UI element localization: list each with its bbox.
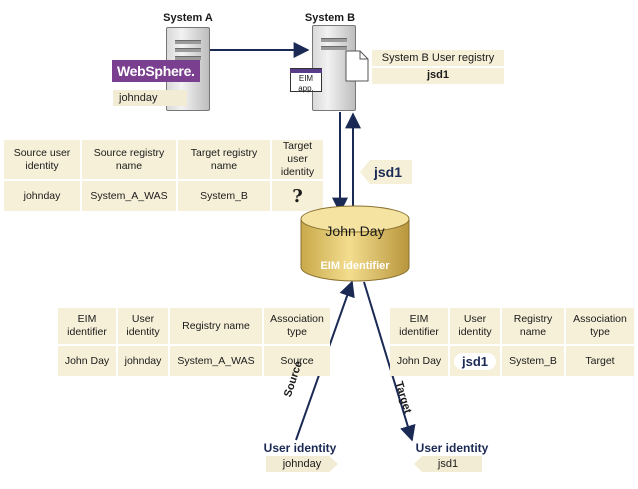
target-header-3: Association type [565,308,634,346]
eim-domain-database-icon [300,205,410,282]
eim-app-icon: EIM app. [290,68,322,93]
target-value-2: System_B [501,345,566,376]
target-association-table: EIM identifier User identity Registry na… [390,308,634,376]
lookup-header-1: Source registry name [81,140,178,181]
lookup-header-3: Target user identity [271,140,323,181]
target-value-1: jsd1 [453,352,496,370]
lookup-value-2: System_B [177,180,272,211]
source-header-2: Registry name [169,308,264,346]
registry-title: System B User registry [372,50,504,68]
eim-identifier-name: John Day [325,223,385,239]
registry-user: jsd1 [426,69,449,81]
target-value-1-cell: jsd1 [449,345,502,376]
system-a-user: johnday [113,90,187,106]
target-header-2: Registry name [501,308,566,346]
target-user-identity-title: User identity [415,441,489,455]
target-header-1: User identity [449,308,502,346]
lookup-value-1: System_A_WAS [81,180,178,211]
source-header-0: EIM identifier [58,308,118,346]
source-value-3: Source [280,355,314,367]
lookup-value-3: ? [292,185,303,207]
lookup-header-2: Target registry name [177,140,272,181]
source-association-table: EIM identifier User identity Registry na… [58,308,330,376]
document-icon [345,50,369,82]
eim-app-label: EIM app. [298,74,314,93]
target-value-3: Target [585,355,615,367]
system-b-label: System B [304,12,356,24]
websphere-logo: WebSphere. [112,60,200,82]
source-value-2: System_A_WAS [169,345,264,376]
source-value-0: John Day [58,345,118,376]
target-value-0: John Day [390,345,450,376]
lookup-table: Source user identity Source registry nam… [4,140,323,211]
system-a-label: System A [163,12,213,24]
returned-identity-tag: jsd1 [360,160,413,184]
source-user-identity-title: User identity [263,441,337,455]
lookup-header-0: Source user identity [4,140,82,181]
source-header-1: User identity [117,308,170,346]
lookup-value-0: johnday [4,180,82,211]
source-value-1: johnday [117,345,170,376]
returned-identity: jsd1 [374,164,403,180]
system-b-registry-box: System B User registry jsd1 [372,50,504,84]
target-header-0: EIM identifier [390,308,450,346]
source-user-identity-value: johnday [266,456,338,472]
target-user-identity-value: jsd1 [414,456,482,472]
eim-identifier-label: EIM identifier [320,260,390,272]
source-header-3: Association type [263,308,330,346]
target-association-arrow [363,281,416,442]
